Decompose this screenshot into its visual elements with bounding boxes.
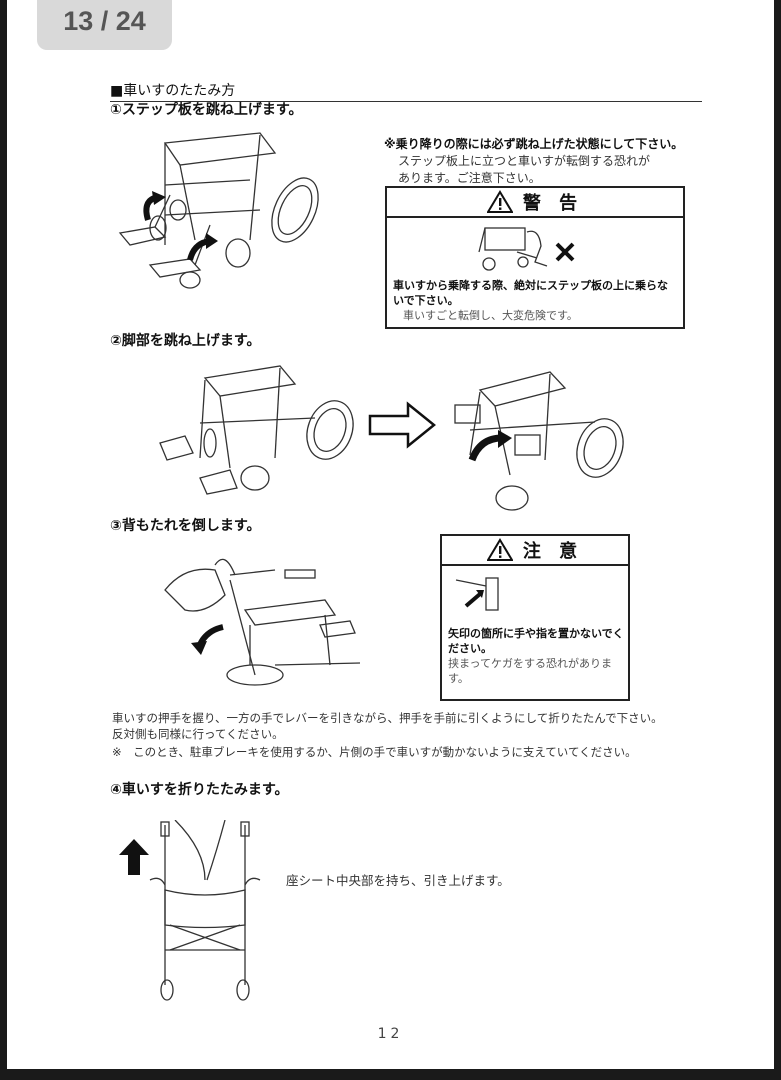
step1-heading: ①ステップ板を跳ね上げます。 (110, 102, 303, 118)
step1-wheelchair-illustration (118, 132, 319, 289)
caution-pictogram (455, 577, 499, 611)
step3-heading: ③背もたれを倒します。 (110, 518, 261, 534)
warning-text-gray: 車いすごと転倒し、大変危険です。 (403, 309, 578, 322)
body-line3: ※ このとき、駐車ブレーキを使用するか、片側の手で車いすが動かないように支えてい… (112, 745, 637, 759)
body-line2: 反対側も同様に行ってください。 (112, 727, 284, 741)
up-arrow-icon (119, 839, 149, 875)
manual-page (7, 0, 774, 1069)
step2-before-illustration (159, 365, 354, 495)
warning-text: 車いすから乗降する際、絶対にステップ板の上に乗らないで下さい。 車いすごと転倒し… (393, 278, 675, 323)
caution-text-gray: 挟まってケガをする恐れがあります。 (448, 657, 613, 685)
note1-line1: ※乗り降りの際には必ず跳ね上げた状態にして下さい。 (384, 137, 684, 151)
step2-heading: ②脚部を跳ね上げます。 (110, 333, 261, 349)
warning-triangle-icon (486, 190, 513, 213)
caution-text-bold: 矢印の箇所に手や指を置かないでください。 (448, 627, 624, 655)
caution-box: 注 意 矢印の箇所に手や指を置かないでください。 挟まってケガをする恐れがありま… (440, 534, 630, 701)
warning-pictogram (478, 227, 575, 271)
step3-body: 車いすの押手を握り、一方の手でレバーを引きながら、押手を手前に引くようにして折り… (112, 710, 712, 760)
step4-caption: 座シート中央部を持ち、引き上げます。 (286, 873, 510, 888)
section-title: ■車いすのたたみ方 (110, 80, 702, 102)
step2-after-illustration (454, 371, 624, 511)
body-line1: 車いすの押手を握り、一方の手でレバーを引きながら、押手を手前に引くようにして折り… (112, 711, 663, 725)
caution-header: 注 意 (442, 536, 628, 566)
warning-box: 警 告 車いすから乗降する際、絶対にステップ板の上に乗らないで下さい。 車いすご… (385, 186, 685, 329)
page-number: 12 (377, 1026, 404, 1042)
warning-title: 警 告 (522, 193, 584, 214)
right-arrow-icon (368, 401, 436, 449)
caution-title: 注 意 (522, 541, 584, 562)
step1-note: ※乗り降りの際には必ず跳ね上げた状態にして下さい。 ステップ板上に立つと車いすが… (384, 136, 683, 187)
caution-text: 矢印の箇所に手や指を置かないでください。 挟まってケガをする恐れがあります。 (448, 626, 624, 686)
note1-line2: ステップ板上に立つと車いすが転倒する恐れが (398, 154, 651, 168)
page-counter: 13 / 24 (37, 0, 172, 50)
step3-illustration (164, 558, 361, 686)
warning-header: 警 告 (387, 188, 683, 218)
caution-triangle-icon (486, 538, 513, 561)
step4-illustration (149, 820, 261, 1001)
warning-text-bold: 車いすから乗降する際、絶対にステップ板の上に乗らないで下さい。 (393, 279, 668, 307)
step4-heading: ④車いすを折りたたみます。 (110, 782, 289, 798)
note1-line3: あります。ご注意下さい。 (398, 171, 541, 185)
